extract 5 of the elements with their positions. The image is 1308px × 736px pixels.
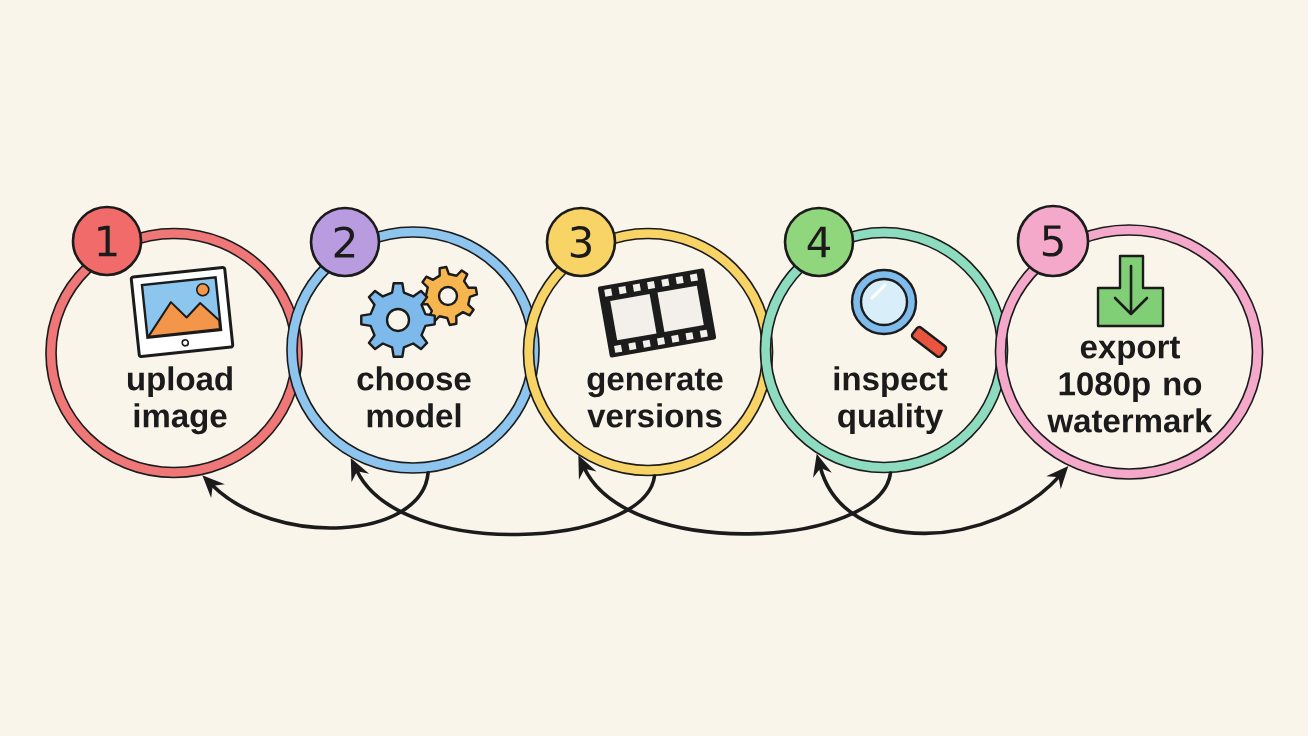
number-badge: 2 <box>309 206 381 278</box>
number-badge: 3 <box>545 206 617 278</box>
number-badge: 5 <box>1016 204 1090 278</box>
number-badge: 4 <box>783 206 855 278</box>
number-badge: 1 <box>71 205 143 277</box>
